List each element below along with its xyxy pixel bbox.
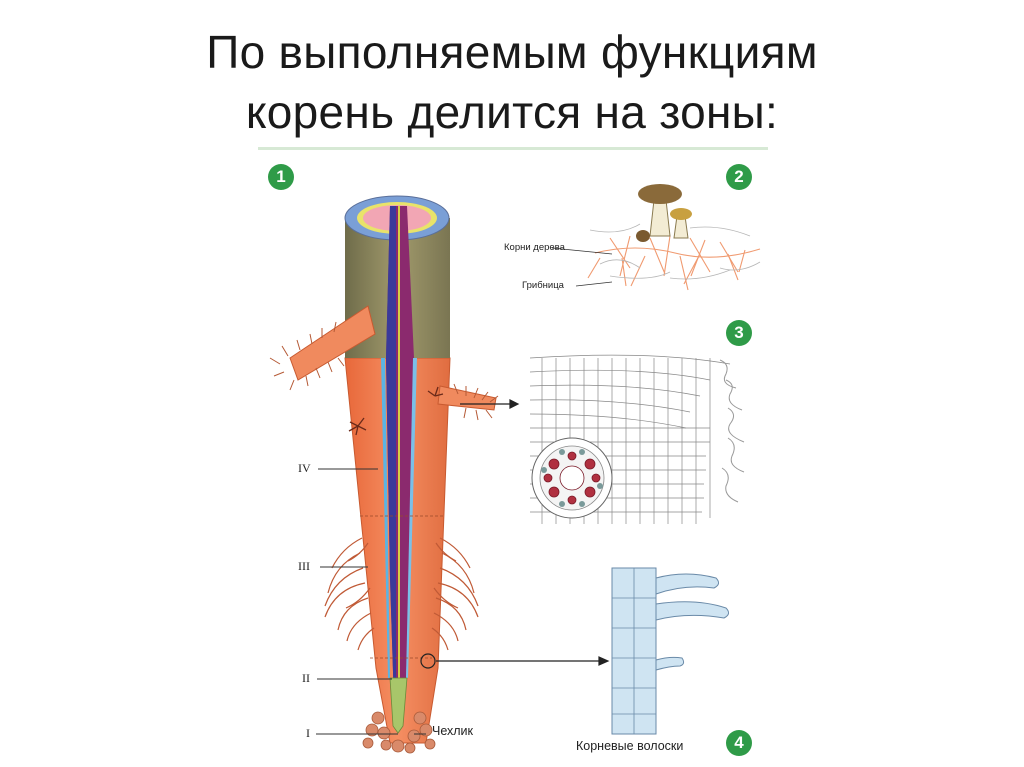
zone-label-iii: III bbox=[298, 559, 310, 573]
zone-label-iv: IV bbox=[298, 461, 311, 475]
cross-section-diagram bbox=[526, 354, 758, 524]
zone-label-i: I bbox=[306, 726, 310, 740]
title-line-2: корень делится на зоны: bbox=[245, 86, 779, 138]
root-zones-figure: 1 2 3 4 IV III II I Чехлик Корни дерева … bbox=[250, 158, 770, 765]
root-cap-label: Чехлик bbox=[432, 724, 474, 738]
root-diagram bbox=[269, 195, 610, 754]
title-line-1: По выполняемым функциям bbox=[206, 26, 818, 78]
slide-title: По выполняемым функциям корень делится н… bbox=[0, 22, 1024, 142]
zone-label-ii: II bbox=[302, 671, 310, 685]
root-hairs-label: Корневые волоски bbox=[576, 739, 684, 753]
tree-roots-label: Корни дерева bbox=[504, 242, 565, 253]
mycelium-label: Грибница bbox=[522, 280, 564, 291]
root-hairs-diagram bbox=[611, 567, 730, 735]
badge-4: 4 bbox=[726, 730, 752, 756]
mycorrhiza-diagram bbox=[551, 184, 761, 291]
badge-2: 2 bbox=[726, 164, 752, 190]
title-underline bbox=[258, 147, 768, 150]
badge-1: 1 bbox=[268, 164, 294, 190]
badge-3: 3 bbox=[726, 320, 752, 346]
root-illustration bbox=[269, 184, 761, 754]
